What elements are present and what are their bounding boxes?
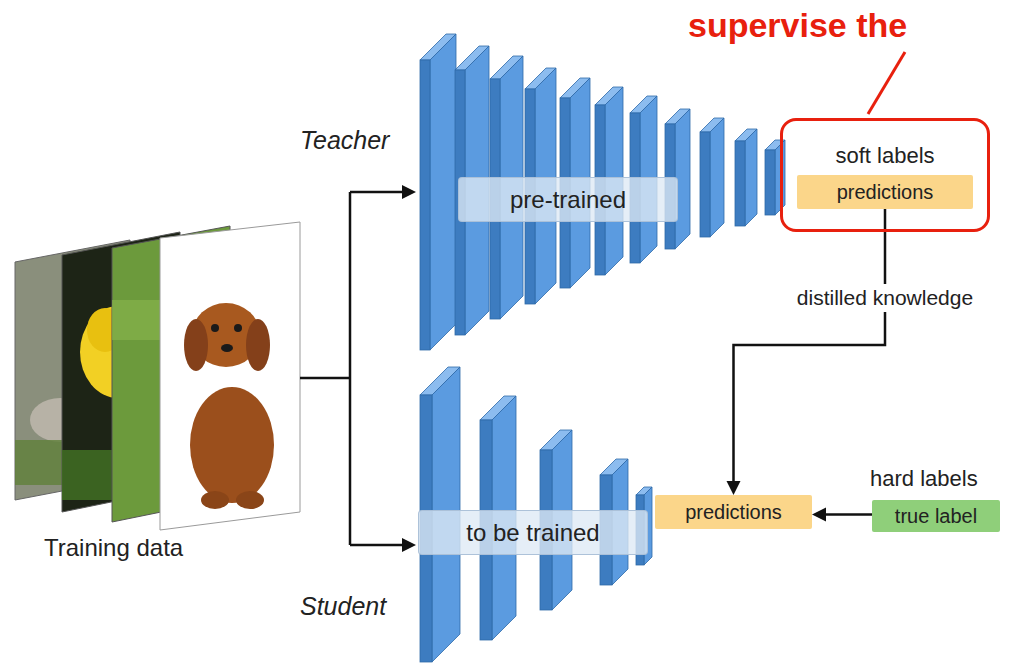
network-name: Teacher xyxy=(300,126,389,155)
connector xyxy=(812,508,872,522)
prediction-box: predictions xyxy=(797,175,973,209)
arrow-head xyxy=(402,185,416,199)
network-label-box: pre-trained xyxy=(458,177,678,222)
box-text: pre-trained xyxy=(459,178,677,221)
training-images xyxy=(15,222,300,530)
label-box: true label xyxy=(872,500,1000,532)
box-text: to be trained xyxy=(419,511,647,554)
box-text: soft labels xyxy=(783,143,987,169)
network-label-box: to be trained xyxy=(418,510,648,555)
arrow-head xyxy=(727,481,741,495)
callout-text: supervise the xyxy=(688,6,907,45)
teacher-network xyxy=(420,34,785,350)
box-text: predictions xyxy=(797,175,973,209)
arrow-head xyxy=(402,538,416,552)
network-name: Student xyxy=(300,592,386,621)
input-arrows xyxy=(300,192,404,545)
box-text: true label xyxy=(872,500,1000,532)
data-caption: Training data xyxy=(44,534,183,562)
connector xyxy=(727,209,886,495)
label-caption: hard labels xyxy=(870,466,978,492)
edge-label: distilled knowledge xyxy=(793,284,977,312)
leader-line xyxy=(868,52,905,114)
callout-box: soft labels predictions xyxy=(780,118,990,232)
arrow-head xyxy=(812,508,826,522)
prediction-box: predictions xyxy=(655,495,812,529)
box-text: predictions xyxy=(655,495,812,529)
